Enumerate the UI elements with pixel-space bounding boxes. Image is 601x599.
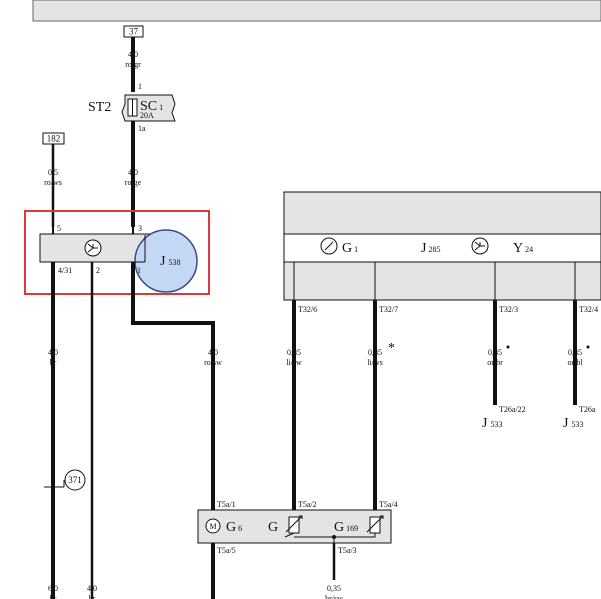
b2-color: br	[89, 594, 96, 599]
relay-pin-3: 3	[138, 224, 142, 233]
w9-color: or/bl	[567, 358, 583, 367]
w8-gauge: 0,35	[488, 348, 502, 357]
top-frame	[32, 0, 601, 22]
j533b-pin: T26a	[579, 405, 596, 414]
w6-color: li/sw	[286, 358, 302, 367]
svg-text:M: M	[209, 522, 216, 531]
b3-color: br/sw	[325, 594, 343, 599]
relay-pin-431: 4/31	[58, 266, 72, 275]
sender-pin-t3: T5a/3	[338, 546, 357, 555]
ref-box-left: 182	[42, 132, 65, 145]
fuse-module-label: ST2	[88, 100, 111, 115]
ref-circle-371: 371	[64, 469, 86, 491]
highlight-circle[interactable]	[134, 229, 198, 293]
w8-color: or/br	[487, 358, 503, 367]
w1-color: ro/gr	[125, 60, 141, 69]
w7-gauge: 0,35	[368, 348, 382, 357]
fuse-pin-in: 1	[138, 82, 142, 91]
ref-box-top-label: 37	[129, 27, 139, 37]
wire-relay-1-to-sender	[131, 262, 215, 510]
sender-g-resistor-icon	[285, 515, 303, 534]
instrument-cluster	[283, 191, 601, 301]
fuse-rating: 20A	[140, 111, 154, 120]
dot-mark-1	[506, 345, 510, 349]
cluster-pin-t4: T32/4	[579, 305, 598, 314]
w6-gauge: 0,35	[287, 348, 301, 357]
b2-gauge: 4,0	[87, 584, 97, 593]
j533a-pin: T26a/22	[499, 405, 526, 414]
dot-mark-2	[586, 345, 590, 349]
motor-icon: M	[205, 518, 221, 534]
relay-pin-1: 1	[137, 266, 141, 275]
w5-gauge: 4,0	[208, 348, 218, 357]
w9-gauge: 0,35	[568, 348, 582, 357]
b1-gauge: 6,0	[48, 584, 58, 593]
cluster-pin-t6: T32/6	[298, 305, 317, 314]
ref-circle-label: 371	[68, 475, 82, 485]
ref-box-top: 37	[123, 25, 144, 38]
cluster-pin-t7: T32/7	[379, 305, 398, 314]
w4-gauge: 4,0	[48, 348, 58, 357]
sender-g-label: G	[268, 520, 278, 535]
relay-pin-2: 2	[96, 266, 100, 275]
w2-color: ro/ge	[125, 178, 142, 187]
sender-pin-t4: T5a/4	[379, 500, 398, 509]
w2-gauge: 4,0	[128, 168, 138, 177]
cluster-pin-t3: T32/3	[499, 305, 518, 314]
w4-color: br	[50, 358, 57, 367]
w5-color: ro/sw	[204, 358, 222, 367]
w1-gauge: 4,0	[128, 50, 138, 59]
w3-color: ro/ws	[44, 178, 62, 187]
w3-gauge: 0,5	[48, 168, 58, 177]
selection-box[interactable]	[24, 210, 210, 295]
sender-pin-t1: T5a/1	[217, 500, 236, 509]
gauge-icon	[320, 237, 338, 255]
sender-pin-t2: T5a/2	[298, 500, 317, 509]
w7-color: li/ws	[367, 358, 383, 367]
b1-color: br	[50, 594, 57, 599]
ref-box-left-label: 182	[47, 134, 61, 144]
sender-pin-t5: T5a/5	[217, 546, 236, 555]
warning-lamp-icon	[471, 237, 489, 255]
fuse-pin-out: 1a	[138, 124, 146, 133]
relay-pin-5: 5	[57, 224, 61, 233]
b3-gauge: 0,35	[327, 584, 341, 593]
asterisk-mark: *	[388, 341, 395, 356]
